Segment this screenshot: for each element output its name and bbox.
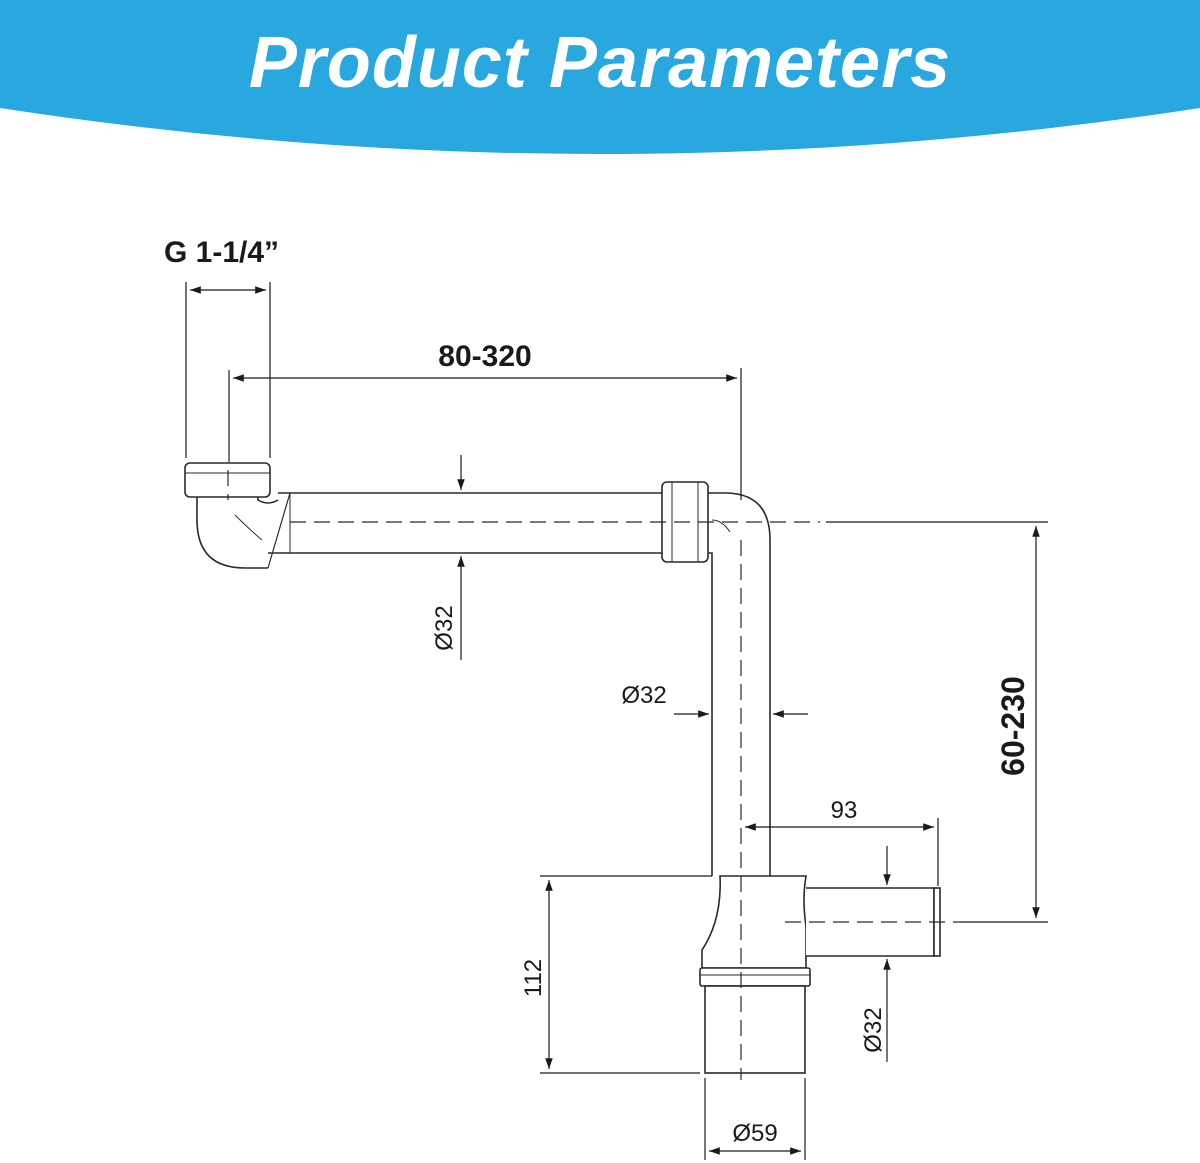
inlet-elbow-inner	[257, 497, 279, 504]
page-title: Product Parameters	[248, 23, 952, 103]
dimension-bottle-height	[540, 875, 712, 1074]
label-outlet-diameter: Ø32	[860, 1007, 887, 1052]
header-banner: Product Parameters	[0, 0, 1200, 175]
vertical-pipe-right	[708, 492, 771, 876]
label-vertical-diameter: Ø32	[621, 682, 666, 709]
label-thread: G 1-1/4”	[164, 236, 279, 269]
label-bottle-diameter: Ø59	[732, 1120, 777, 1147]
dimension-thread	[185, 282, 271, 458]
bottle-trap-ring	[699, 967, 811, 987]
header-background	[0, 0, 1200, 154]
label-outlet-offset: 93	[831, 797, 858, 824]
label-horizontal-diameter: Ø32	[431, 605, 458, 650]
dimension-outlet-offset	[745, 818, 939, 886]
label-bottle-height: 112	[520, 959, 547, 997]
dimension-drop-height	[826, 521, 1048, 923]
vertical-pipe-left	[708, 552, 713, 876]
dimension-bottle-diameter	[704, 1078, 806, 1160]
dimension-horizontal-length	[228, 368, 742, 500]
label-horizontal-length: 80-320	[438, 340, 531, 373]
bottle-trap-cup	[704, 985, 806, 1074]
siphon-pipe	[184, 462, 941, 1074]
label-drop-height: 60-230	[995, 676, 1031, 776]
center-lines	[227, 470, 960, 1080]
inlet-elbow-outer	[196, 497, 268, 569]
